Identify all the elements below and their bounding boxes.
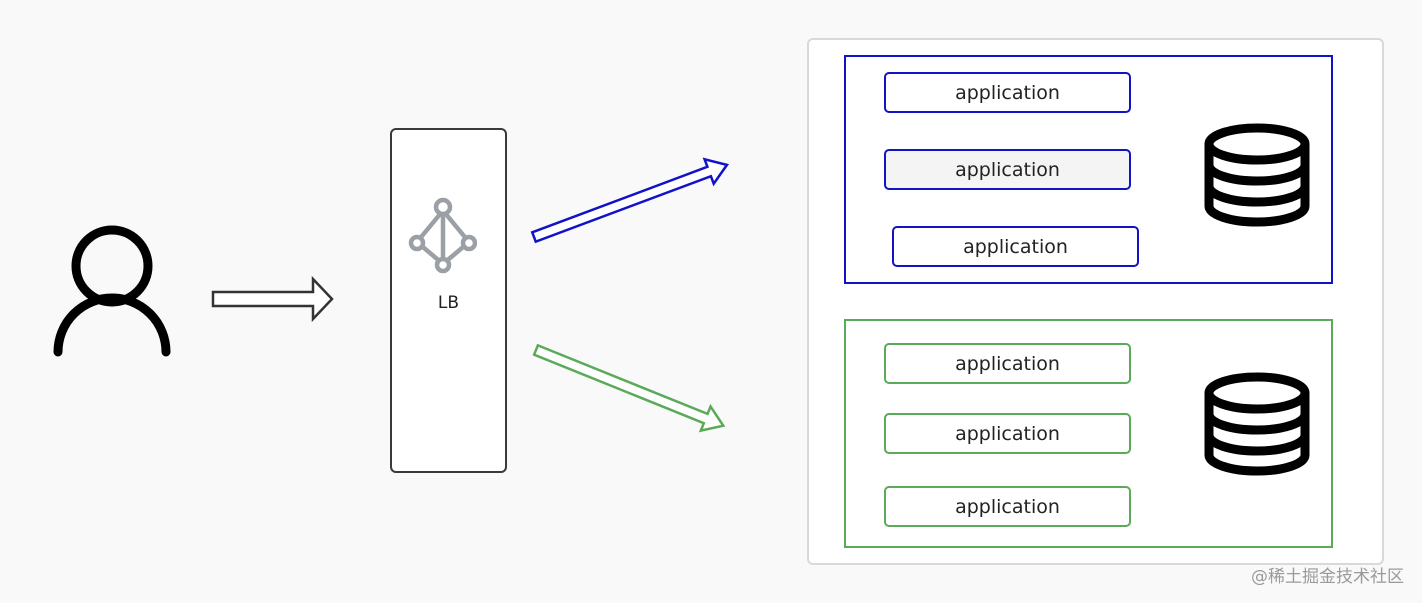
cluster-blue (844, 55, 1333, 284)
arrow-user-to-lb (211, 275, 334, 323)
load-balancer-box: LB (390, 128, 507, 473)
app-box: application (884, 486, 1131, 527)
cluster-green (844, 319, 1333, 548)
database-icon (1204, 372, 1310, 476)
user-icon (53, 225, 171, 357)
arrow-lb-to-green-cluster (532, 343, 726, 433)
app-box: application (884, 72, 1131, 113)
app-label: application (955, 422, 1060, 445)
app-box: application (884, 149, 1131, 190)
watermark: @稀土掘金技术社区 (1251, 567, 1404, 587)
app-box: application (884, 413, 1131, 454)
app-box: application (884, 343, 1131, 384)
app-label: application (955, 352, 1060, 375)
app-label: application (955, 81, 1060, 104)
arrow-lb-to-blue-cluster (530, 157, 730, 244)
server-group-panel (807, 38, 1384, 565)
network-tree-icon (408, 197, 477, 274)
lb-label: LB (437, 293, 460, 313)
app-label: application (955, 495, 1060, 518)
app-label: application (963, 235, 1068, 258)
app-label: application (955, 158, 1060, 181)
app-box: application (892, 226, 1139, 267)
database-icon (1204, 123, 1310, 227)
